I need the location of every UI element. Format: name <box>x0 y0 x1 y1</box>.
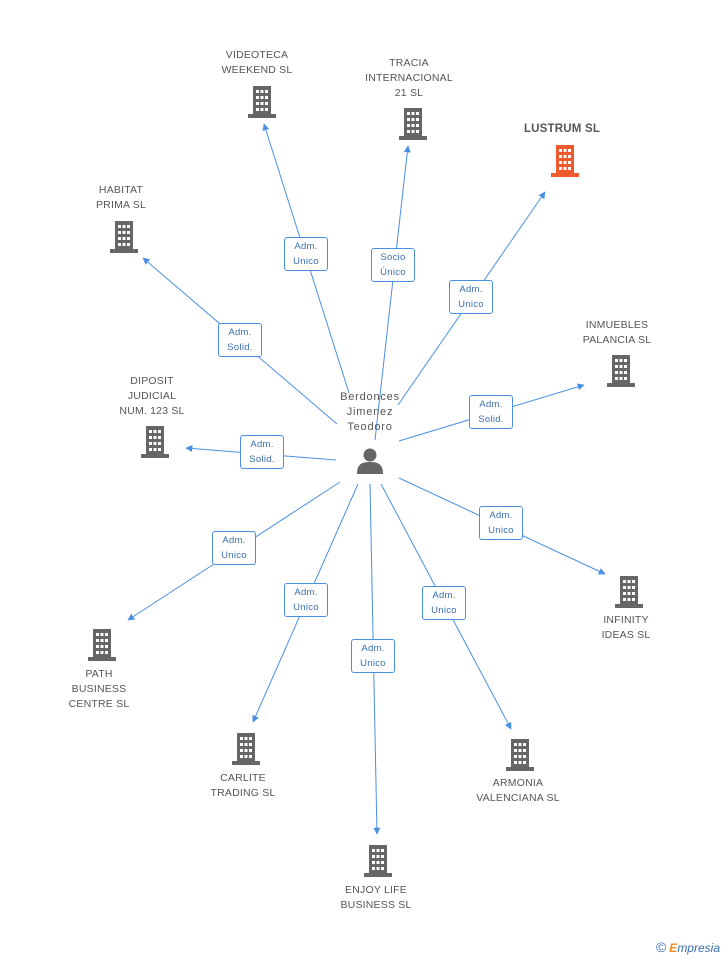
building-icon[interactable] <box>615 576 643 608</box>
role-badge-inmuebles: Adm. Solid. <box>469 395 513 429</box>
role-badge-armonia: Adm. Unico <box>422 586 466 620</box>
building-icon[interactable] <box>607 355 635 387</box>
person-name[interactable]: Berdonces Jimenez Teodoro <box>340 391 400 433</box>
role-badge-infinity: Adm. Unico <box>479 506 523 540</box>
company-label-lustrum[interactable]: LUSTRUM SL <box>523 123 601 135</box>
role-badge-enjoy: Adm. Unico <box>351 639 395 673</box>
empresia-watermark[interactable]: ©Empresia <box>656 939 720 955</box>
copyright-icon: © <box>655 939 667 955</box>
building-icon[interactable] <box>232 733 260 765</box>
building-icon[interactable] <box>248 86 276 118</box>
company-label-diposit[interactable]: DIPOSIT JUDICIAL NUM. 123 SL <box>119 375 185 417</box>
company-label-inmuebles[interactable]: INMUEBLES PALANCIA SL <box>582 319 652 346</box>
building-icon[interactable] <box>141 426 169 458</box>
building-icon[interactable] <box>364 845 392 877</box>
role-badge-tracia: Socio Único <box>371 248 415 282</box>
company-label-tracia[interactable]: TRACIA INTERNACIONAL 21 SL <box>365 57 453 99</box>
role-badge-videoteca: Adm. Unico <box>284 237 328 271</box>
company-label-videoteca[interactable]: VIDEOTECA WEEKEND SL <box>221 49 293 76</box>
company-label-enjoy[interactable]: ENJOY LIFE BUSINESS SL <box>340 884 412 911</box>
company-label-path[interactable]: PATH BUSINESS CENTRE SL <box>68 668 130 710</box>
building-icon[interactable] <box>506 739 534 771</box>
building-icon[interactable] <box>399 108 427 140</box>
building-icon[interactable] <box>551 145 579 177</box>
role-badge-carlite: Adm. Unico <box>284 583 328 617</box>
edge-line-tracia <box>374 145 411 441</box>
building-icon[interactable] <box>88 629 116 661</box>
company-label-armonia[interactable]: ARMONIA VALENCIANA SL <box>476 777 560 804</box>
role-badge-path: Adm. Unico <box>212 531 256 565</box>
brand-initial: E <box>669 941 678 955</box>
building-icon[interactable] <box>110 221 138 253</box>
role-badge-diposit: Adm. Solid. <box>240 435 284 469</box>
brand-name: mpresia <box>677 941 720 955</box>
role-badge-habitat: Adm. Solid. <box>218 323 262 357</box>
company-label-infinity[interactable]: INFINITY IDEAS SL <box>601 614 651 641</box>
company-label-carlite[interactable]: CARLITE TRADING SL <box>210 772 276 799</box>
company-label-habitat[interactable]: HABITAT PRIMA SL <box>95 184 147 211</box>
person-icon[interactable] <box>357 448 383 475</box>
role-badge-lustrum: Adm. Unico <box>449 280 493 314</box>
